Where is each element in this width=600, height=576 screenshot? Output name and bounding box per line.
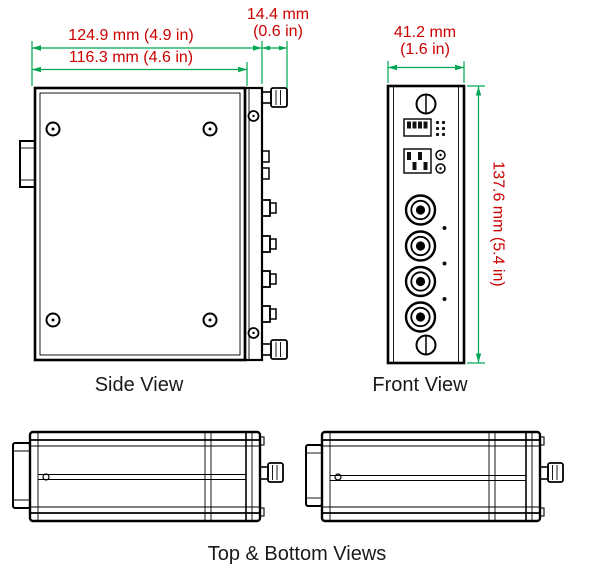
side-view-panel-connectors — [261, 150, 277, 323]
side-view-front-panel — [243, 86, 264, 362]
side-dimension-arrowheads — [32, 45, 287, 73]
top-view-body — [28, 430, 262, 523]
front-view-dimension-lines — [387, 61, 485, 364]
bottom-view-din-clip — [305, 444, 323, 507]
side-view-drawing — [19, 86, 288, 362]
front-view-dip-switch-block-2 — [403, 148, 432, 174]
side-view-body — [33, 86, 247, 362]
side-view-bottom-thumbscrew — [261, 339, 288, 360]
top-view-din-clip — [12, 442, 31, 509]
front-view-led-indicators — [435, 120, 446, 137]
bottom-view-body — [320, 430, 542, 523]
dimension-side-protrusion-inches: (0.6 in) — [253, 22, 303, 40]
side-view-din-clip — [19, 140, 36, 188]
front-view-buttons — [435, 149, 446, 174]
front-view-bnc-connectors — [404, 194, 437, 333]
bottom-view-drawing — [305, 430, 564, 523]
side-view-top-thumbscrew — [261, 87, 288, 108]
side-view-label: Side View — [94, 374, 184, 396]
dimension-side-protrusion: 14.4 mm (0.6 in) — [246, 6, 310, 41]
dimension-front-width-value: 41.2 mm — [393, 24, 457, 41]
top-bottom-views-label: Top & Bottom Views — [207, 543, 387, 565]
dimension-front-width-inches: (1.6 in) — [400, 40, 450, 58]
front-dimension-arrowheads — [388, 64, 482, 363]
side-view-cover-screws — [45, 121, 218, 328]
top-view-drawing — [12, 430, 284, 523]
dimension-side-body-depth: 116.3 mm (4.6 in) — [68, 49, 194, 66]
front-view-drawing — [386, 84, 466, 365]
dimension-side-protrusion-value: 14.4 mm — [246, 6, 310, 23]
bottom-view-thumbscrew — [539, 436, 564, 517]
dimension-front-height: 137.6 mm (5.4 in) — [489, 161, 507, 287]
side-view-dimension-lines — [31, 41, 288, 88]
front-view-dip-switch-block-1 — [403, 118, 432, 137]
top-view-thumbscrew — [259, 436, 284, 517]
front-view-body — [386, 84, 466, 365]
front-view-label: Front View — [372, 374, 468, 396]
dimension-side-overall-depth: 124.9 mm (4.9 in) — [68, 27, 194, 44]
front-view-mounting-screws — [415, 93, 437, 356]
front-view-panel-dots — [442, 226, 447, 301]
dimension-front-width: 41.2 mm (1.6 in) — [393, 24, 457, 59]
